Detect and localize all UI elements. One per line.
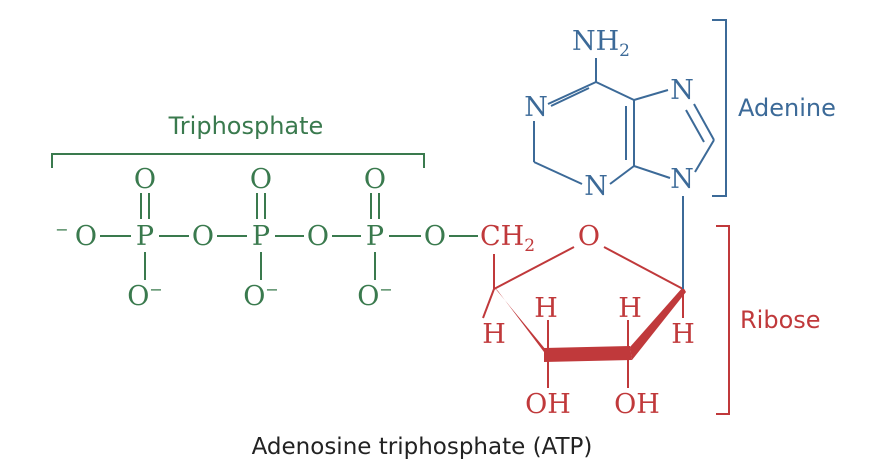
ring-oxygen: O xyxy=(578,221,600,252)
oxygen-anion-1: O− xyxy=(127,280,163,312)
hydroxyl-group-2: OH xyxy=(525,389,571,420)
ribose-ring-bonds xyxy=(482,246,684,388)
nitrogen-n9: N xyxy=(670,164,694,195)
oxygen-atom: O xyxy=(192,221,214,252)
hydrogen-atom: H xyxy=(671,319,695,350)
hydrogen-atom: H xyxy=(534,293,558,324)
ribose-group: CH2 O H H H H OH OH Ribose xyxy=(480,221,821,420)
hydrogen-atom: H xyxy=(618,293,642,324)
nitrogen-n1: N xyxy=(524,92,548,123)
ribose-wedge-right xyxy=(630,287,686,360)
hydroxyl-group-3: OH xyxy=(614,389,660,420)
adenine-bracket xyxy=(712,19,727,197)
adenine-ring-bonds xyxy=(533,58,715,289)
single-bonds-down xyxy=(144,252,376,280)
minus-charge: − xyxy=(55,220,68,239)
oxygen-atom-top-2: O xyxy=(250,164,272,195)
oxygen-anion-2: O− xyxy=(243,280,279,312)
ribose-wedge-bottom xyxy=(544,346,632,362)
phosphorus-atom-1: P xyxy=(136,221,154,252)
oxygen-atom-top-3: O xyxy=(364,164,386,195)
oxygen-atom: O xyxy=(307,221,329,252)
oxygen-anion-3: O− xyxy=(357,280,393,312)
triphosphate-group: Triphosphate − O P O P O P O O O O xyxy=(51,112,478,312)
ch2-group: CH2 xyxy=(480,221,535,256)
nitrogen-n3: N xyxy=(584,171,608,202)
double-bonds xyxy=(140,193,380,219)
hydrogen-atom: H xyxy=(482,319,506,350)
oxygen-atom: O xyxy=(424,221,446,252)
amino-group: NH2 xyxy=(572,26,630,61)
diagram-caption: Adenosine triphosphate (ATP) xyxy=(252,434,593,460)
triphosphate-label: Triphosphate xyxy=(168,112,324,140)
phosphorus-atom-3: P xyxy=(366,221,384,252)
adenine-label: Adenine xyxy=(738,94,836,122)
adenine-group: NH2 N N N N Adenine xyxy=(524,19,836,289)
nitrogen-n7: N xyxy=(670,75,694,106)
oxygen-atom-top-1: O xyxy=(134,164,156,195)
ribose-bracket xyxy=(716,225,730,415)
triphosphate-bracket xyxy=(51,153,425,168)
oxygen-atom: O xyxy=(75,221,97,252)
ribose-label: Ribose xyxy=(740,306,821,334)
phosphorus-atom-2: P xyxy=(252,221,270,252)
